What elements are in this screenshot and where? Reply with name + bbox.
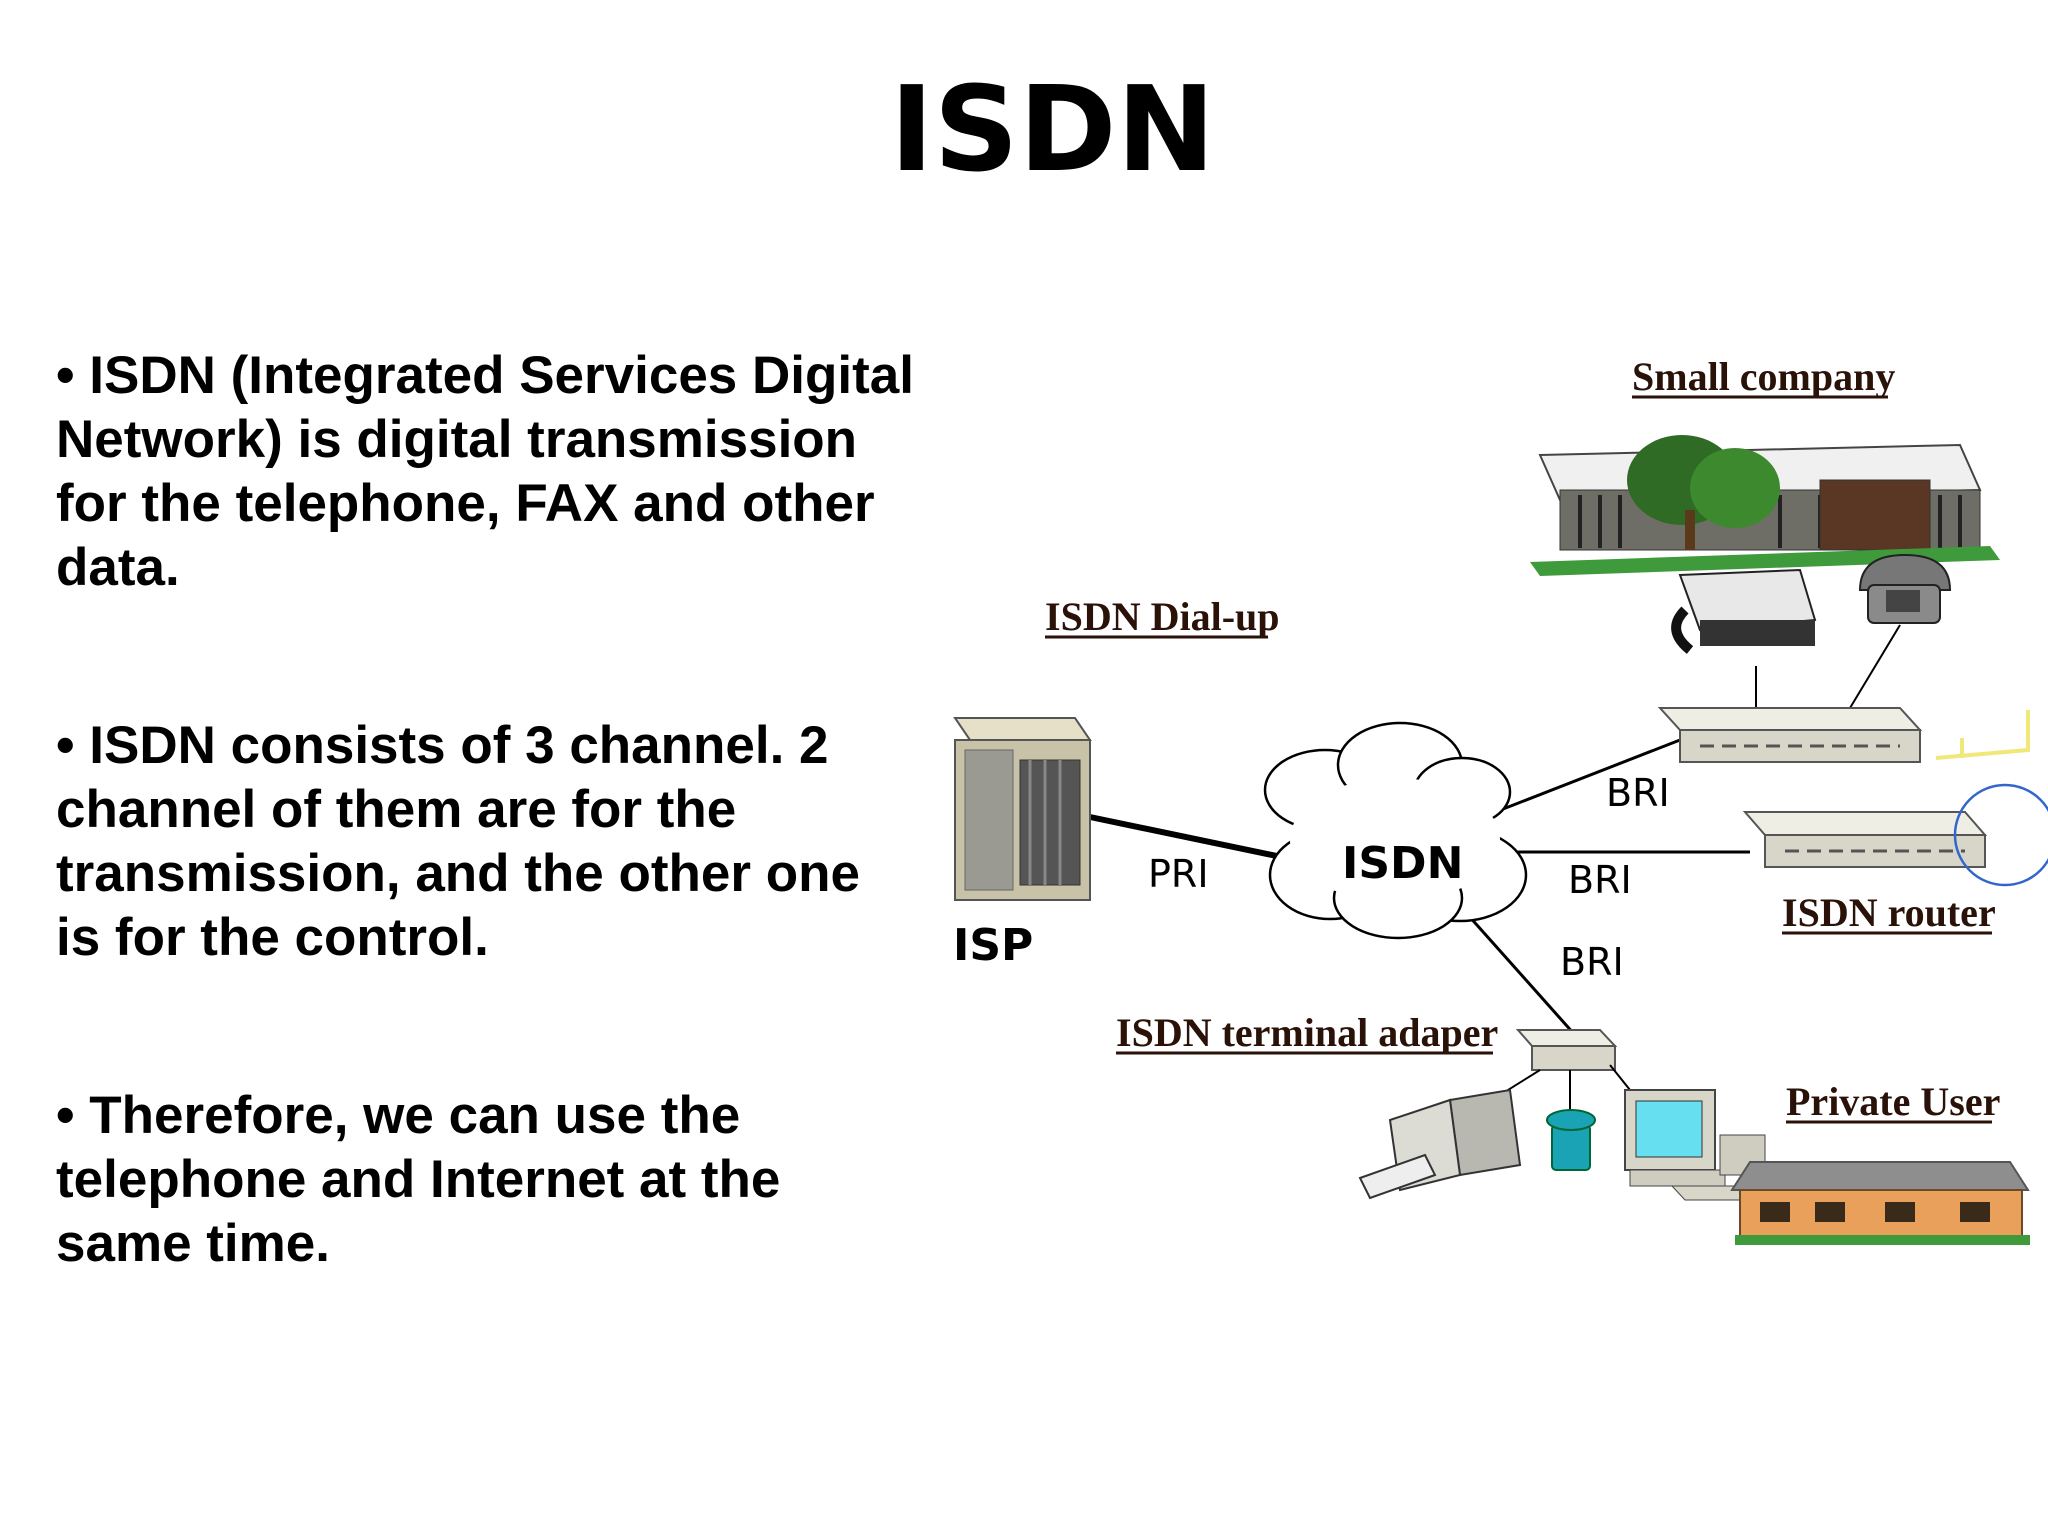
isdn-router-icon: [1742, 783, 2048, 887]
pri-label: PRI: [1148, 852, 1209, 896]
bri-label-private: BRI: [1560, 940, 1624, 984]
bullet-channels: • ISDN consists of 3 channel. 2 channel …: [56, 716, 860, 967]
isp-label: ISP: [953, 920, 1033, 971]
small-company-label: Small company: [1632, 354, 1895, 399]
isdn-network-diagram: ISDN ISP PRI ISDN Dial-up Small company: [920, 330, 2048, 1250]
printer-icon: [1358, 1088, 1522, 1200]
bri-line-company: [1479, 738, 1681, 820]
bri-label-router: BRI: [1568, 858, 1632, 902]
bri-line-private: [1466, 914, 1577, 1036]
isdn-router-label: ISDN router: [1782, 890, 1996, 935]
terminal-adapter-label: ISDN terminal adaper: [1116, 1010, 1498, 1055]
computer-icon: [1624, 1089, 1766, 1201]
telephone-icon: [1858, 553, 1952, 624]
network-terminal-icon: [1657, 707, 1923, 763]
small-company-building-icon: [1530, 435, 2000, 576]
bullet-usage: • Therefore, we can use the telephone an…: [56, 1086, 781, 1273]
isdn-cloud: ISDN: [1263, 721, 1528, 940]
isdn-dialup-label: ISDN Dial-up: [1045, 594, 1280, 639]
private-user-label: Private User: [1786, 1079, 2000, 1124]
phone-icon: [1546, 1109, 1596, 1171]
isp-server-icon: [953, 717, 1092, 901]
bullet-definition: • ISDN (Integrated Services Digital Netw…: [56, 346, 914, 597]
page-title: ISDN: [889, 60, 1216, 198]
bri-label-company: BRI: [1606, 771, 1670, 815]
cloud-label: ISDN: [1342, 838, 1463, 889]
bullet-list: • ISDN (Integrated Services Digital Netw…: [56, 344, 916, 1390]
house-icon: [1730, 1161, 2030, 1245]
fax-machine-icon: [1671, 568, 1817, 654]
